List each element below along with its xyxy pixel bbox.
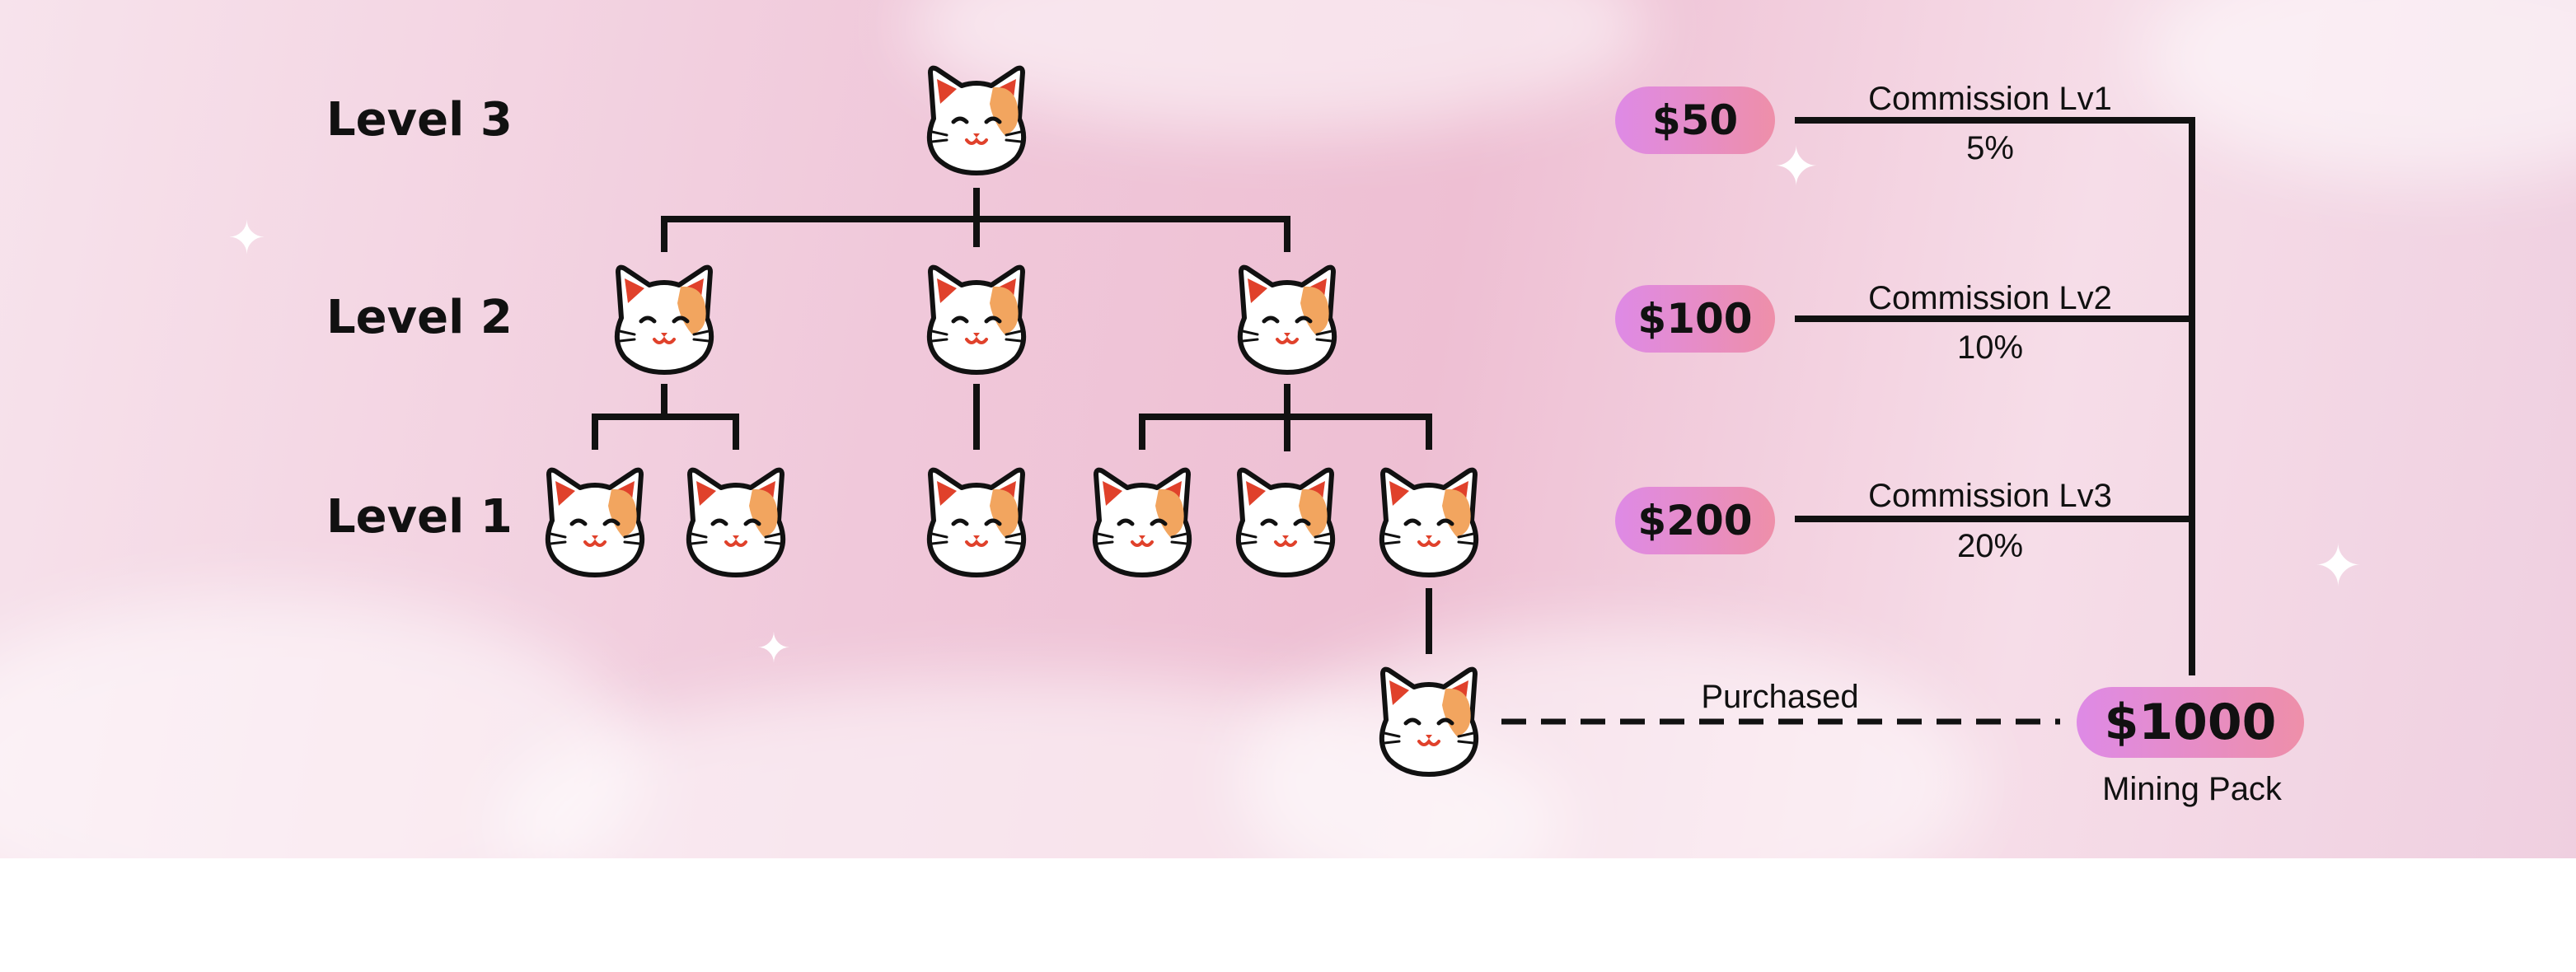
commission-title-2: Commission Lv2 [1868, 280, 2112, 316]
cat-icon-level1-c [919, 463, 1034, 578]
commission-amount-pill-3: $200 [1615, 487, 1775, 554]
mining-pack-price-pill: $1000 [2077, 687, 2304, 758]
mining-pack-price: $1000 [2104, 694, 2277, 751]
commission-rate-2: 10% [1956, 329, 2024, 366]
level-2-label: Level 2 [326, 291, 513, 344]
sparkle-icon: ✦ [1773, 135, 1820, 199]
cat-icon-level1-a [537, 463, 653, 578]
commission-rate-3: 20% [1956, 528, 2024, 564]
commission-amount-1: $50 [1651, 96, 1739, 144]
commission-amount-2: $100 [1637, 295, 1753, 343]
sparkle-icon: ✦ [756, 624, 791, 672]
cat-icon-level2-mid [919, 260, 1034, 376]
commission-title-3: Commission Lv3 [1868, 478, 2112, 514]
commission-rate-1: 5% [1966, 130, 2014, 166]
cat-icon-level1-d [1084, 463, 1200, 578]
cat-icon-level1-b [678, 463, 794, 578]
sparkle-icon: ✦ [2314, 532, 2363, 600]
tree-connectors [592, 117, 2195, 725]
commission-amount-pill-1: $50 [1615, 86, 1775, 154]
commission-amount-pill-2: $100 [1615, 285, 1775, 353]
purchased-label: Purchased [1701, 679, 1859, 715]
cat-icon-level2-right [1229, 260, 1345, 376]
commission-amount-3: $200 [1637, 497, 1753, 544]
level-3-label: Level 3 [326, 93, 513, 147]
sparkle-icon: ✦ [227, 212, 266, 265]
cat-icon-level2-left [607, 260, 722, 376]
cat-icon-level3 [919, 61, 1034, 176]
commission-title-1: Commission Lv1 [1868, 81, 2112, 117]
cat-icon-buyer [1371, 662, 1487, 778]
level-1-label: Level 1 [326, 490, 513, 544]
mining-pack-caption: Mining Pack [2102, 771, 2282, 807]
cat-icon-level1-f [1371, 463, 1487, 578]
background [0, 0, 2576, 858]
cat-icon-level1-e [1228, 463, 1343, 578]
